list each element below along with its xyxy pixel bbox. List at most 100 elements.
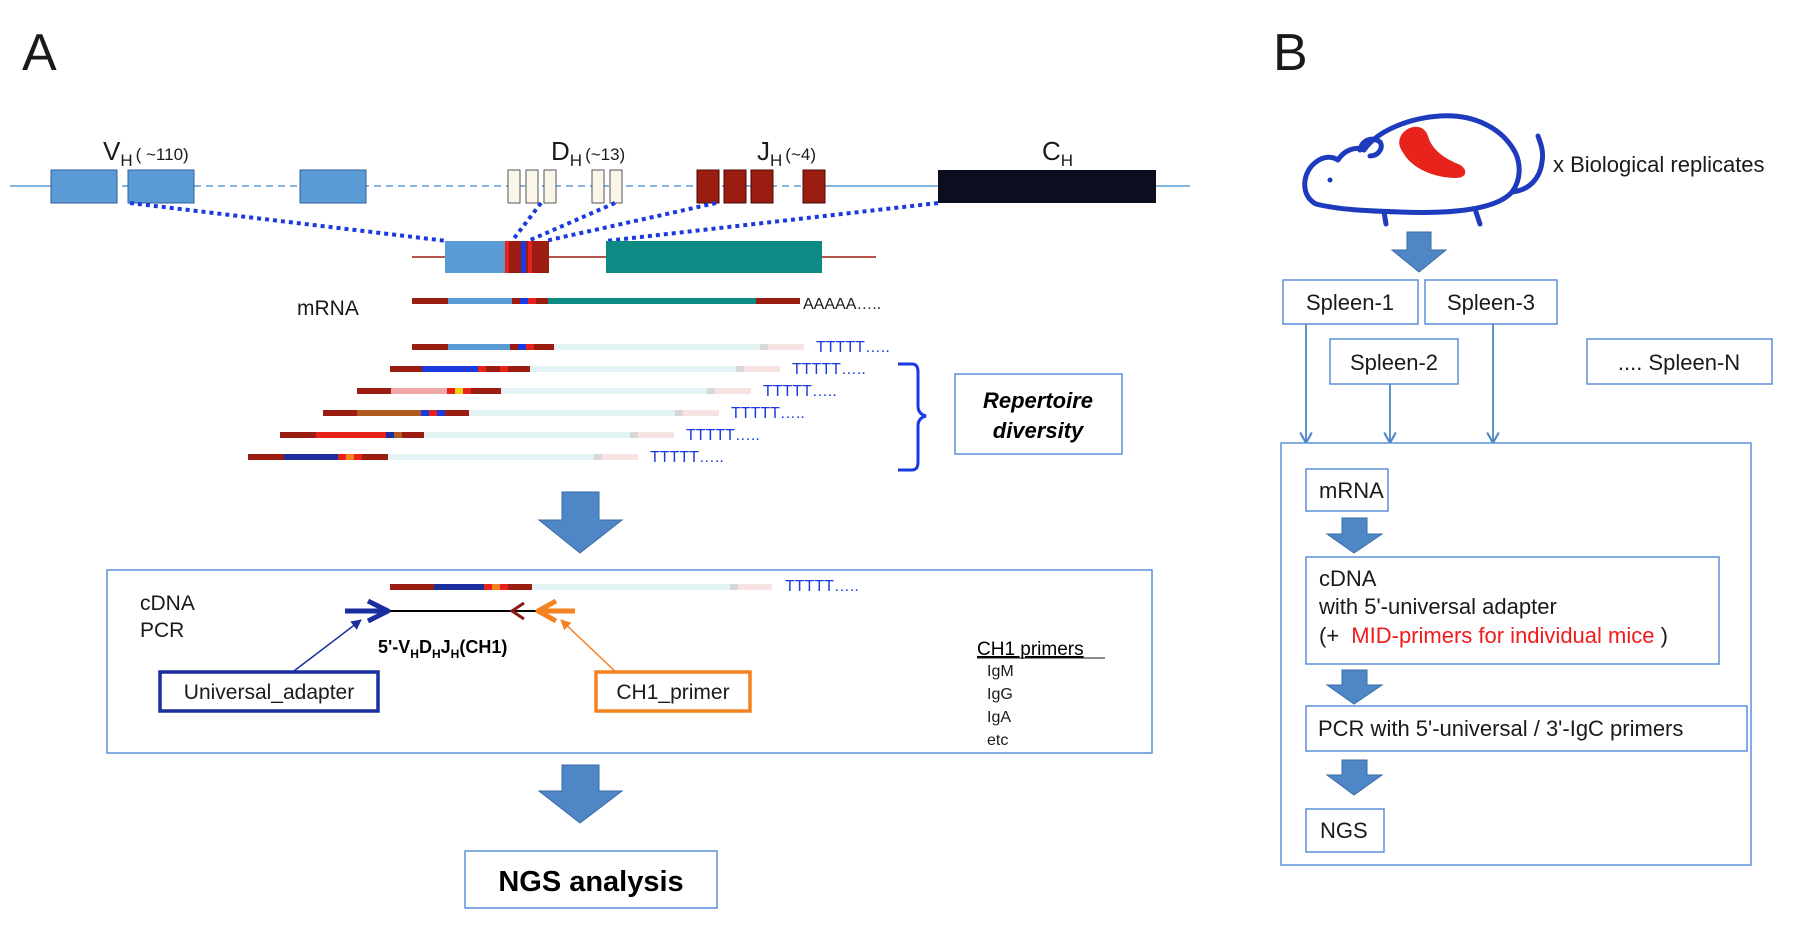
mrna-strand — [412, 298, 800, 304]
spleen-3-label: Spleen-3 — [1447, 290, 1535, 315]
link-c — [605, 201, 939, 243]
repertoire-strand-2-segment — [530, 366, 736, 372]
repertoire-strand-3-segment — [715, 388, 751, 394]
v-segment-3 — [299, 169, 367, 204]
repertoire-strand-4-segment — [469, 410, 675, 416]
repertoire-text-2: diversity — [993, 418, 1085, 443]
cdna-step-line2: with 5'-universal adapter — [1318, 594, 1557, 619]
repertoire-strand-5-segment — [402, 432, 424, 438]
ngs-step-label: NGS — [1320, 818, 1368, 843]
repertoire-strand-3-segment — [707, 388, 715, 394]
repertoire-strand-2-segment — [390, 366, 422, 372]
ch1-primer-igm: IgM — [987, 663, 1014, 680]
ch1-primer-etc: etc — [987, 732, 1008, 749]
construct-label: 5'-VHDHJH(CH1) — [378, 637, 507, 661]
repertoire-strand-5-segment — [630, 432, 638, 438]
template-polyt: TTTTT….. — [785, 578, 859, 595]
repertoire-strand-3-segment — [471, 388, 501, 394]
flow-arrow-b1 — [1390, 231, 1448, 273]
biological-replicates-label: x Biological replicates — [1553, 152, 1765, 177]
ch1-primer-pointer — [560, 619, 619, 675]
repertoire-strand-6-segment — [594, 454, 602, 460]
repertoire-strand-6-segment — [602, 454, 638, 460]
spleen-1-box — [1282, 279, 1419, 325]
ngs-analysis-box — [464, 850, 718, 909]
repertoire-strand-4-segment — [323, 410, 357, 416]
repertoire-strand-3-segment — [463, 388, 471, 394]
pcr-label: PCR — [140, 619, 184, 642]
repertoire-strand-1-segment — [534, 344, 554, 350]
repertoire-strand-2-segment — [500, 366, 508, 372]
repertoire-strand-1-segment — [768, 344, 804, 350]
panel-a-label: A — [22, 24, 57, 82]
rearranged-d-mark-3 — [528, 241, 532, 273]
universal-adapter-box — [158, 670, 380, 713]
spleen-2-label: Spleen-2 — [1350, 350, 1438, 375]
spleen-n-label: .... Spleen-N — [1618, 350, 1740, 375]
mouse-icon — [1302, 113, 1545, 227]
d-segment-4 — [591, 169, 605, 204]
repertoire-strand-6-segment — [388, 454, 594, 460]
spleen-icon — [1399, 126, 1466, 178]
d-gene-label: DH(~13) — [551, 136, 625, 170]
spleen-3-box — [1424, 279, 1558, 325]
repertoire-strand-2-polyt: TTTTT….. — [792, 361, 866, 378]
repertoire-strand-2-segment — [744, 366, 780, 372]
cdna-label: cDNA — [140, 592, 195, 615]
repertoire-strand-1-segment — [526, 344, 534, 350]
j-segment-2 — [723, 169, 747, 204]
v-gene-label: VH( ~110) — [103, 136, 189, 170]
ch1-primer-igg: IgG — [987, 686, 1013, 703]
flow-arrow-b4 — [1325, 759, 1384, 796]
d-segment-3 — [543, 169, 557, 204]
panel-b-label: B — [1273, 24, 1308, 82]
ngs-analysis-label: NGS analysis — [498, 866, 683, 898]
repertoire-strand-6-segment — [346, 454, 354, 460]
flow-arrow-a1 — [537, 491, 624, 554]
repertoire-strand-2-segment — [486, 366, 500, 372]
pcr-box — [106, 569, 1153, 754]
rearranged-c-block — [606, 241, 822, 273]
j-arrowhead — [509, 601, 525, 621]
mrna-step-box — [1305, 468, 1389, 512]
repertoire-strand-4-segment — [437, 410, 445, 416]
j-segment-3 — [750, 169, 774, 204]
repertoire-strand-3-segment — [447, 388, 455, 394]
link-v-end — [510, 201, 543, 243]
mrna-label: mRNA — [297, 297, 359, 320]
repertoire-strand-5-polyt: TTTTT….. — [686, 427, 760, 444]
repertoire-text-1: Repertoire — [983, 388, 1093, 413]
repertoire-strand-1-segment — [412, 344, 448, 350]
pcr-step-label: PCR with 5'-universal / 3'-IgC primers — [1318, 716, 1683, 741]
v-segment-2 — [127, 169, 195, 204]
d-segment-2 — [525, 169, 539, 204]
repertoire-strand-4-segment — [683, 410, 719, 416]
repertoire-strand-5-segment — [280, 432, 316, 438]
repertoire-strand-2-segment — [508, 366, 530, 372]
repertoire-strands: TTTTT…..TTTTT…..TTTTT…..TTTTT…..TTTTT…..… — [248, 339, 890, 466]
repertoire-strand-4-segment — [429, 410, 437, 416]
repertoire-strand-1-polyt: TTTTT….. — [816, 339, 890, 356]
repertoire-strand-6-segment — [338, 454, 346, 460]
pcr-step-box — [1305, 705, 1748, 752]
repertoire-strand-1-segment — [554, 344, 760, 350]
adapter-pointer — [289, 619, 362, 675]
repertoire-strand-6-segment — [354, 454, 362, 460]
ch1-primers-title: CH1 primers — [977, 639, 1084, 660]
link-v-start — [129, 201, 448, 243]
repertoire-strand-5-segment — [394, 432, 402, 438]
rearranged-d-mark-2 — [521, 241, 526, 273]
repertoire-strand-3-segment — [501, 388, 707, 394]
flow-arrow-a2 — [537, 764, 624, 824]
repertoire-strand-5-segment — [424, 432, 630, 438]
repertoire-box — [954, 373, 1123, 455]
j-segment-1 — [696, 169, 720, 204]
ch1-primer-iga: IgA — [987, 709, 1011, 726]
flow-arrow-b2 — [1325, 517, 1384, 554]
d-segment-5 — [609, 169, 623, 204]
c-segment — [938, 170, 1156, 203]
mrna-step-label: mRNA — [1319, 478, 1384, 503]
universal-adapter-label: Universal_adapter — [184, 681, 354, 704]
polya-tail: AAAAA….. — [803, 296, 881, 313]
repertoire-strand-2-segment — [478, 366, 486, 372]
